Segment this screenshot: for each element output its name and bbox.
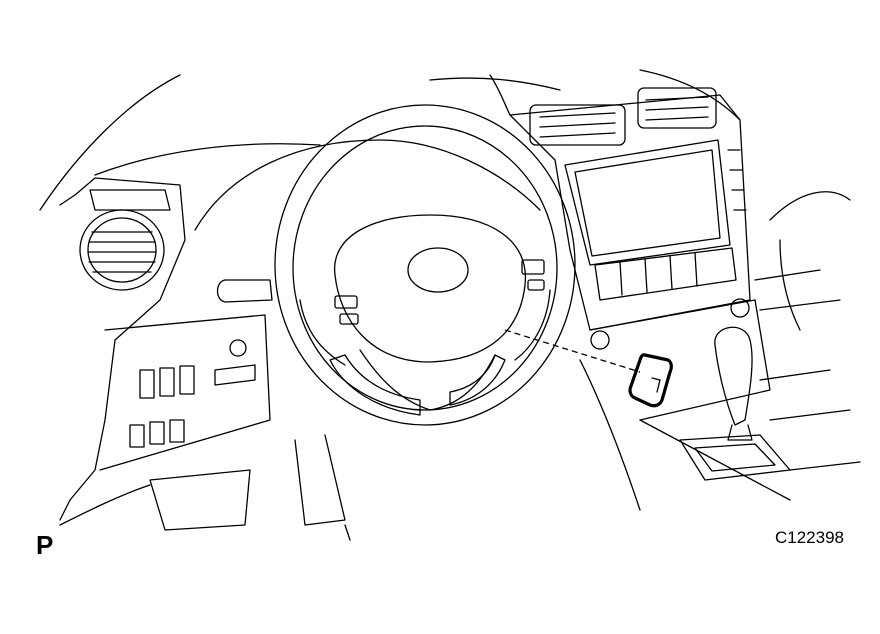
steering-switch-right-1 <box>521 259 545 275</box>
steering-switch-left-1 <box>334 295 358 309</box>
display-screen <box>574 149 721 257</box>
horn-emblem <box>407 247 469 293</box>
steering-wheel-outer <box>274 104 576 426</box>
switch-2 <box>159 367 175 397</box>
steering-wheel-inner <box>292 125 558 411</box>
switch-3 <box>179 365 195 395</box>
figure-code-label: C122398 <box>774 528 844 547</box>
steering-hub <box>334 214 527 363</box>
upper-dash-edge <box>429 77 561 91</box>
corner-mark-label: P <box>36 530 54 560</box>
display-side-buttons <box>727 149 747 211</box>
left-dash-panel <box>59 177 186 521</box>
leader-line <box>504 329 641 373</box>
steering-switch-left-2 <box>339 313 359 325</box>
center-vent-left-slat-3 <box>539 132 616 138</box>
right-dash-edge <box>754 269 841 311</box>
console-side <box>579 359 641 511</box>
switch-4 <box>129 424 145 448</box>
lower-dash-cover <box>149 469 251 531</box>
spoke-lower <box>359 349 496 411</box>
center-vent-left <box>529 104 626 146</box>
upper-dash-edge-2 <box>489 74 511 116</box>
wheel-opening-left <box>329 354 421 416</box>
control-strip-dividers <box>619 252 698 296</box>
lower-center-panel <box>589 299 771 421</box>
spoke-right-line <box>514 289 551 361</box>
cluster-hood <box>194 139 541 231</box>
highlighted-switch <box>628 353 673 408</box>
shift-gate-inner <box>694 443 776 472</box>
dash-top-left <box>94 143 321 176</box>
console-right-edge <box>759 369 861 471</box>
center-vent-right-slat-1 <box>645 96 709 101</box>
center-vent-left-slat-1 <box>539 112 616 118</box>
left-round-vent-outer <box>79 209 165 291</box>
switch-detail <box>651 377 661 393</box>
column-cover <box>294 434 346 526</box>
left-round-vent-inner <box>87 217 157 283</box>
center-vent-right <box>637 87 717 129</box>
panel-recess <box>214 364 256 386</box>
control-strip <box>594 247 737 301</box>
upper-dash-edge-3 <box>639 69 741 121</box>
right-console-curve <box>779 239 801 331</box>
center-vent-right-slat-2 <box>645 106 709 111</box>
console-bottom <box>639 419 791 501</box>
left-vent-housing <box>89 189 171 211</box>
turn-signal-stalk <box>216 279 273 303</box>
center-vent-left-slat-2 <box>539 122 616 128</box>
switch-6 <box>169 419 185 443</box>
display-bezel <box>564 139 731 266</box>
shift-gate <box>679 434 791 481</box>
left-knob <box>229 339 247 357</box>
bottom-stub <box>344 524 351 541</box>
spoke-left-line <box>299 299 346 366</box>
switch-1 <box>139 369 155 399</box>
switch-5 <box>149 421 165 445</box>
lower-left-panel <box>99 314 271 471</box>
center-knob-right <box>730 298 750 318</box>
shift-knob <box>714 326 753 426</box>
a-pillar-left <box>39 74 181 211</box>
center-vent-right-slat-3 <box>645 116 709 121</box>
floor-line <box>59 484 151 526</box>
shift-boot <box>727 424 753 441</box>
center-knob-left <box>590 330 610 350</box>
wheel-opening-right <box>449 354 506 406</box>
passenger-dash-line <box>769 191 851 221</box>
steering-switch-right-2 <box>527 279 545 291</box>
